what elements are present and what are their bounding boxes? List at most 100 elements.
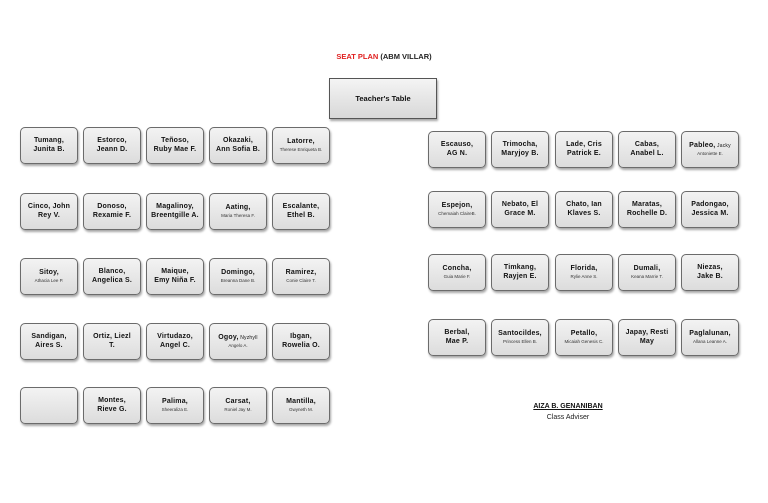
student-name-line1: Montes, [98, 397, 126, 406]
student-surname: Escalante, [282, 202, 320, 210]
student-name-line2: Aires S. [35, 341, 63, 349]
student-surname: Ibgan, [290, 332, 312, 340]
student-surname: Niezas, [697, 263, 723, 271]
student-name-line1: Concha, [442, 265, 471, 274]
seat-plan-title-section: (ABM VILLAR) [378, 52, 432, 61]
seat-card: Magalinoy,Breentgille A. [146, 193, 204, 230]
student-surname: Mantilla, [286, 398, 316, 406]
student-name-line1: Cinco, John [28, 203, 70, 212]
student-name-line2: Rexamie F. [92, 211, 132, 219]
student-given-name-small: Breanna Dane B. [220, 278, 256, 284]
student-name-line1: Ortiz, Liezl [93, 333, 131, 342]
student-name-line2: May [639, 337, 655, 345]
student-name-line1: Niezas, [697, 264, 723, 273]
student-name-line1: Ramirez, [286, 269, 317, 278]
student-name-line2: Jeann D. [96, 145, 128, 153]
seat-card: Concha,Guia Marie F. [428, 254, 486, 291]
student-name-line1: Magalinoy, [156, 203, 194, 212]
student-name-line1: Tumang, [34, 137, 64, 146]
student-name-line2: Klaves S. [567, 209, 601, 217]
student-name-line1: Padongao, [691, 201, 729, 210]
student-surname: Domingo, [221, 269, 255, 277]
seat-card: Cabas,Anabel L. [618, 131, 676, 168]
student-name-line1: Escalante, [283, 203, 320, 212]
student-name-line1: Mantilla, [286, 398, 316, 407]
student-name-line1: Sitoy, [39, 269, 59, 278]
student-surname: Blanco, [98, 267, 126, 275]
seat-card: Florida,Rylie Anne S. [555, 254, 613, 291]
student-name-line2: Rey V. [38, 211, 60, 219]
student-name-line2: T. [109, 341, 115, 349]
student-surname: Lade, Cris [566, 140, 602, 148]
seat-card: Tumang,Junita B. [20, 127, 78, 164]
student-surname: Magalinoy, [156, 202, 194, 210]
teachers-table: Teacher's Table [329, 78, 437, 119]
student-surname: Espejon, [441, 202, 473, 210]
seat-card: Timkang,Rayjen E. [491, 254, 549, 291]
student-surname: Cabas, [634, 140, 660, 148]
seat-card: Maratas,Rochelle D. [618, 191, 676, 228]
student-surname: Virtudazo, [157, 332, 193, 340]
student-name-line2: Anabel L. [630, 149, 664, 157]
student-name-line2: Angel C. [160, 341, 190, 349]
seat-card: Dumali,Keana Marrie T. [618, 254, 676, 291]
student-given-name-small: Conie Claire T. [286, 278, 316, 284]
student-name-line2: Breentgille A. [151, 211, 199, 219]
seat-card: Montes,Rieve G. [83, 387, 141, 424]
student-given-name-small: Therese Enriqueta B. [279, 147, 323, 153]
student-name-line1: Domingo, [221, 269, 255, 278]
student-given-name-small: Antoniette E. [697, 151, 723, 157]
student-name-line2: Angelica S. [92, 276, 132, 284]
student-name-line1: Ibgan, [290, 333, 312, 342]
student-given-name-small: Maria Theresa F. [221, 213, 255, 219]
student-surname: Carsat, [225, 398, 251, 406]
student-name-line1: Latorre, [287, 138, 315, 147]
seat-card: Santocildes,Princess Ellen B. [491, 319, 549, 356]
seat-card [20, 387, 78, 424]
seat-card: Mantilla,Gwyneth M. [272, 387, 330, 424]
seat-card: Sandigan,Aires S. [20, 323, 78, 360]
student-surname: Trimocha, [502, 140, 538, 148]
student-surname: Palima, [162, 398, 188, 406]
seat-card: Teñoso,Ruby Mae F. [146, 127, 204, 164]
seat-plan-title-red: SEAT PLAN [336, 52, 379, 61]
student-surname: Dumali, [633, 265, 661, 273]
student-name-line2: AG N. [446, 149, 468, 157]
student-surname: Concha, [442, 265, 472, 273]
seat-card: Padongao,Jessica M. [681, 191, 739, 228]
student-name-line1: Florida, [571, 265, 598, 274]
student-name-line1: Teñoso, [161, 137, 189, 146]
student-firstname-inline: Nyzhyll [238, 335, 258, 342]
student-name-line2: Patrick E. [567, 149, 601, 157]
student-surname: Ortiz, Liezl [93, 332, 131, 340]
adviser-role: Class Adviser [546, 413, 590, 421]
student-surname: Escauso, [440, 140, 474, 148]
student-surname: Paglalunan, [689, 330, 731, 338]
student-name-line1: Carsat, [225, 398, 250, 407]
seat-card: Paglalunan,Allana Leanne A. [681, 319, 739, 356]
student-name-line1: Pableo, Jacky [689, 142, 731, 151]
student-surname: Maratas, [631, 200, 662, 208]
student-given-name-small: Allana Leanne A. [692, 339, 728, 345]
seat-card: Blanco,Angelica S. [83, 258, 141, 295]
adviser-name: AIZA B. GENANIBAN [533, 403, 603, 410]
student-name-line1: Espejon, [442, 202, 473, 211]
student-surname: Maique, [161, 267, 189, 275]
seat-card: Maique,Emy Niña F. [146, 258, 204, 295]
student-given-name-small: Gwyneth M. [288, 407, 313, 413]
seat-card: Virtudazo,Angel C. [146, 323, 204, 360]
seat-plan-title: SEAT PLAN (ABM VILLAR) [0, 52, 768, 61]
seat-card: Berbal,Mae P. [428, 319, 486, 356]
student-name-line1: Sandigan, [31, 333, 66, 342]
student-surname: Florida, [570, 265, 598, 273]
student-given-name-small: Athacia Lee P. [34, 278, 64, 284]
student-surname: Okazaki, [222, 136, 253, 144]
seat-card: Niezas,Jake B. [681, 254, 739, 291]
student-name-line2: Mae P. [445, 337, 469, 345]
student-given-name-small: Sheeraliza E. [161, 407, 189, 413]
student-name-line1: Paglalunan, [689, 330, 731, 339]
student-name-line1: Donoso, [97, 203, 126, 212]
